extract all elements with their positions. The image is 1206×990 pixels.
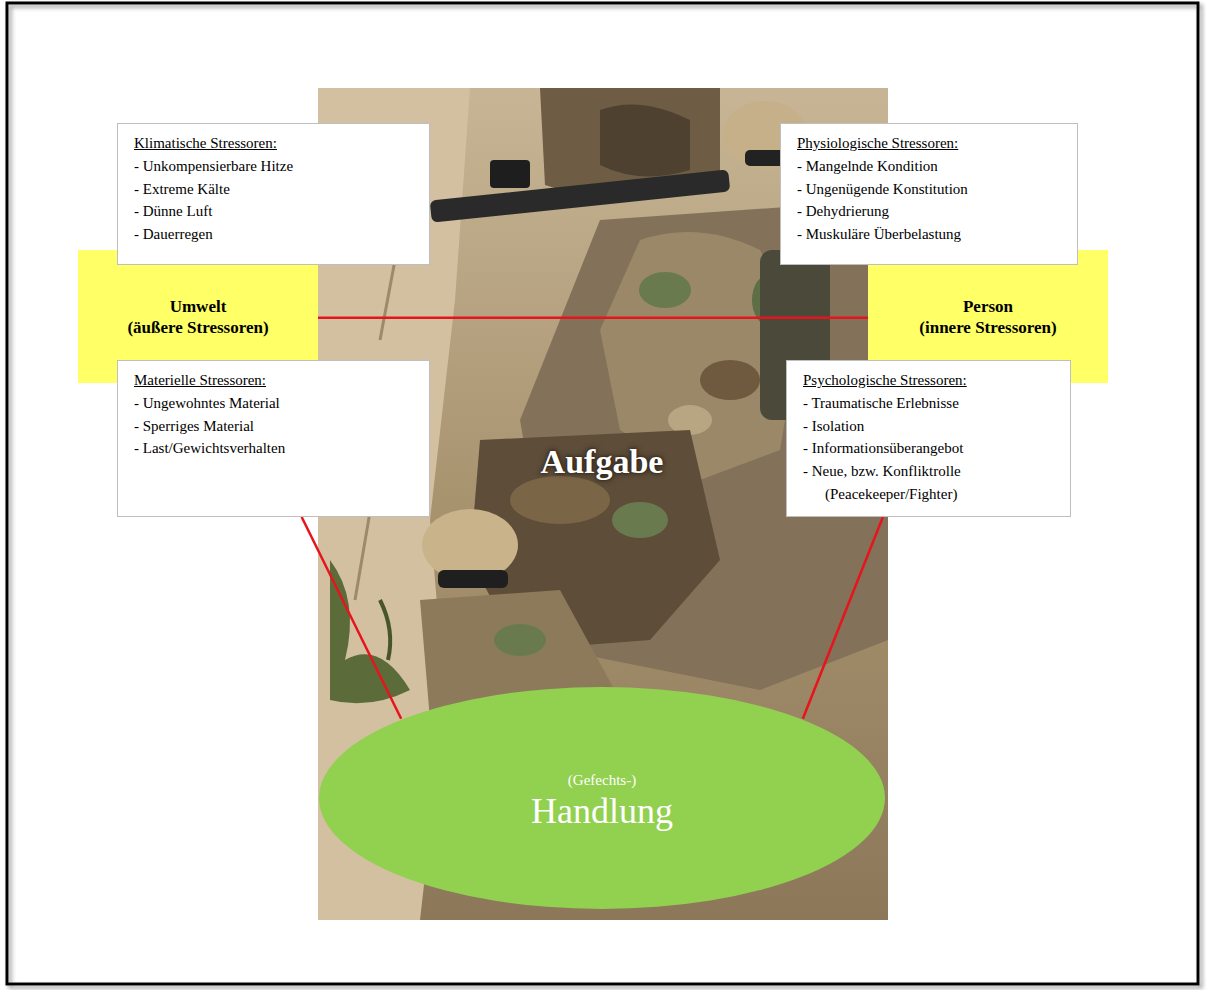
list-item: - Informationsüberangebot bbox=[803, 437, 1058, 460]
stressor-list-box: Materielle Stressoren:- Ungewohntes Mate… bbox=[117, 360, 430, 517]
stressor-list-box: Physiologische Stressoren:- Mangelnde Ko… bbox=[780, 123, 1078, 265]
page-frame bbox=[7, 3, 1198, 984]
list-item: - Dünne Luft bbox=[134, 200, 417, 223]
list-item: - Ungenügende Konstitution bbox=[797, 178, 1065, 201]
connector-line bbox=[803, 517, 883, 719]
list-item: - Ungewohntes Material bbox=[134, 392, 417, 415]
list-item: - Extreme Kälte bbox=[134, 178, 417, 201]
list-item: - Neue, bzw. Konfliktrolle (Peacekeeper/… bbox=[803, 460, 1058, 506]
category-subtitle: (innere Stressoren) bbox=[919, 317, 1056, 338]
action-prefix: (Gefechts-) bbox=[568, 770, 636, 790]
category-subtitle: (äußere Stressoren) bbox=[127, 317, 268, 338]
list-item: - Muskuläre Überbelastung bbox=[797, 223, 1065, 246]
center-label: Aufgabe bbox=[541, 442, 664, 482]
stressor-list-box: Psychologische Stressoren:- Traumatische… bbox=[786, 360, 1071, 517]
category-title: Umwelt bbox=[170, 296, 227, 317]
connector-line bbox=[318, 317, 868, 320]
list-item: - Mangelnde Kondition bbox=[797, 155, 1065, 178]
list-item: - Last/Gewichtsverhalten bbox=[134, 437, 417, 460]
list-item: - Dauerregen bbox=[134, 223, 417, 246]
stressor-list-box: Klimatische Stressoren:- Unkompensierbar… bbox=[117, 123, 430, 265]
list-item: - Sperriges Material bbox=[134, 415, 417, 438]
list-item: - Unkompensierbare Hitze bbox=[134, 155, 417, 178]
ellipse-fill bbox=[319, 687, 885, 909]
list-heading: Materielle Stressoren: bbox=[134, 369, 417, 392]
connector-line bbox=[302, 517, 402, 719]
list-heading: Klimatische Stressoren: bbox=[134, 132, 417, 155]
list-heading: Psychologische Stressoren: bbox=[803, 369, 1058, 392]
list-item: - Traumatische Erlebnisse bbox=[803, 392, 1058, 415]
action-title: Handlung bbox=[531, 790, 673, 832]
list-heading: Physiologische Stressoren: bbox=[797, 132, 1065, 155]
list-item: - Isolation bbox=[803, 415, 1058, 438]
action-ellipse: (Gefechts-)Handlung bbox=[318, 686, 886, 910]
category-title: Person bbox=[963, 296, 1013, 317]
list-item: - Dehydrierung bbox=[797, 200, 1065, 223]
